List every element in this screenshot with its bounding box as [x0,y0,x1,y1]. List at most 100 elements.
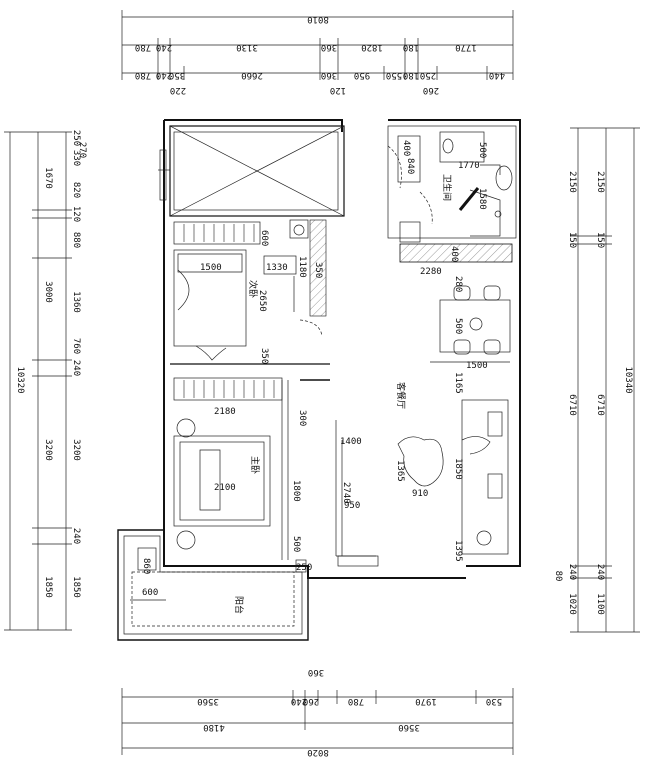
dim-left-a0: 270 [77,142,87,158]
dim-right-b2: 6710 [595,394,605,416]
dim-living-280: 280 [453,276,463,292]
dim-left-outer: 10320 [15,366,25,393]
dim-bottom-r1-2: 260 [303,696,319,706]
dim-top-r1-6: 1770 [455,42,477,52]
dim-bed2-600: 600 [259,230,269,246]
dim-master-500: 500 [291,536,301,552]
dim-top-total: 8010 [307,14,329,24]
dim-bath-1580: 1580 [477,188,487,210]
exterior-walls [158,119,521,579]
dim-right-a0: 2150 [567,171,577,193]
left-dimensions: 10320 270 1670 3000 3200 1850 250 330 82… [4,130,87,631]
room-label-second-bedroom: 次卧 [247,280,259,298]
room-label-bathroom: 卫生间 [441,174,453,201]
dim-top-r2-4: 360 [321,70,337,80]
dim-top-r2-5: 950 [354,70,370,80]
dim-living-1165: 1165 [453,372,463,394]
dim-left-a4: 1850 [43,576,53,598]
dim-left-b6: 760 [71,338,81,354]
dim-right-a5: 80 [553,571,563,582]
kitchen-counter: 400 2280 [399,221,513,277]
dim-top-r1-4: 1820 [361,42,383,52]
dim-bottom-r2-1: 3560 [398,722,420,732]
dim-left-a1: 1670 [43,167,53,189]
dim-top-r3-0: 220 [170,85,186,95]
dim-left-a3: 3200 [43,439,53,461]
bathroom: 400 500 840 1770 1580 卫生间 [387,125,517,239]
dim-living-1400: 1400 [340,437,362,447]
dim-balcony-600: 600 [142,588,158,598]
dim-left-b0: 250 [71,130,81,146]
dim-counter-2280: 2280 [420,267,442,277]
dim-left-b9: 240 [71,528,81,544]
dim-right-b4: 1100 [595,593,605,615]
dim-top-r2-7: 180 [403,70,419,80]
dim-bed2-1330: 1330 [266,263,288,273]
dim-bed2-350b: 350 [259,348,269,364]
dim-left-b1: 330 [71,150,81,166]
dim-right-outer: 10340 [623,366,633,393]
dim-bath-500: 500 [477,142,487,158]
living-dining: 280 500 1500 1165 1400 1365 1850 2740 91… [335,276,511,567]
dim-top-r3-1: 120 [330,85,346,95]
dim-bed2-1500: 1500 [200,263,222,273]
dim-right-a4: 1020 [567,593,577,615]
dim-bath-1770: 1770 [458,161,480,171]
master-bedroom: 2180 300 2100 1800 500 主卧 [173,377,330,560]
dim-bottom-top: 360 [308,667,324,677]
dim-right-b1: 150 [595,232,605,248]
dim-left-b7: 240 [71,360,81,376]
dim-living-1395: 1395 [453,540,463,562]
dim-bottom-r1-3: 780 [348,696,364,706]
dim-bottom-r1-0: 3560 [197,696,219,706]
dim-counter-400: 400 [449,246,459,262]
dim-master-2180: 2180 [214,407,236,417]
dim-living-950: 950 [344,501,360,511]
dim-top-r2-0: 780 [135,70,151,80]
dim-top-r2-1: 240 [156,70,172,80]
dim-bottom-total: 8020 [307,747,329,757]
dim-top-r2-9: 440 [489,70,505,80]
dim-master-1800: 1800 [291,480,301,502]
dim-right-a3: 240 [567,564,577,580]
dim-top-r1-0: 780 [135,42,151,52]
dim-left-b2: 820 [71,182,81,198]
bottom-dimensions: 360 3560 240 260 780 1970 530 4180 3560 … [121,667,514,757]
dim-left-a2: 3000 [43,281,53,303]
second-bedroom: 600 1330 1500 1180 350 2650 350 次卧 [170,219,330,365]
dim-bottom-r1-4: 1970 [415,696,437,706]
balcony: 860 600 250 阳台 [117,529,312,641]
dim-left-b10: 1850 [71,576,81,598]
dim-top-r3-2: 260 [423,85,439,95]
dim-top-r2-8: 250 [420,70,436,80]
dim-top-r2-6: 550 [386,70,402,80]
dim-right-b3: 240 [595,564,605,580]
dim-living-1365: 1365 [395,460,405,482]
room-label-balcony: 阳台 [233,596,245,614]
dim-bath-840: 840 [405,158,415,174]
room-label-living: 客餐厅 [395,382,407,409]
dim-right-a2: 6710 [567,394,577,416]
dim-bed2-350: 350 [313,262,323,278]
top-dimensions: 8010 780 240 3130 360 1820 180 1770 780 … [121,10,514,95]
dim-master-300: 300 [297,410,307,426]
dim-bed2-1180: 1180 [297,256,307,278]
dim-living-2740: 2740 [341,482,351,504]
right-dimensions: 10340 2150 150 6710 240 1020 80 2150 150… [553,127,640,633]
dim-living-500: 500 [453,318,463,334]
dim-top-r2-2: 350 [169,70,185,80]
dim-bottom-r1-1: 240 [291,696,307,706]
room-label-master: 主卧 [249,456,261,474]
dim-left-b4: 880 [71,232,81,248]
dim-living-1500: 1500 [466,361,488,371]
dim-top-r1-3: 360 [321,42,337,52]
dim-top-r2-3: 2660 [241,70,263,80]
dim-top-r1-5: 180 [403,42,419,52]
dim-balcony-860: 860 [141,558,151,574]
dim-left-b3: 120 [71,206,81,222]
dim-bottom-r1-5: 530 [486,696,502,706]
dim-bath-400: 400 [401,140,411,156]
dim-left-b8: 3200 [71,439,81,461]
dim-master-2100: 2100 [214,483,236,493]
